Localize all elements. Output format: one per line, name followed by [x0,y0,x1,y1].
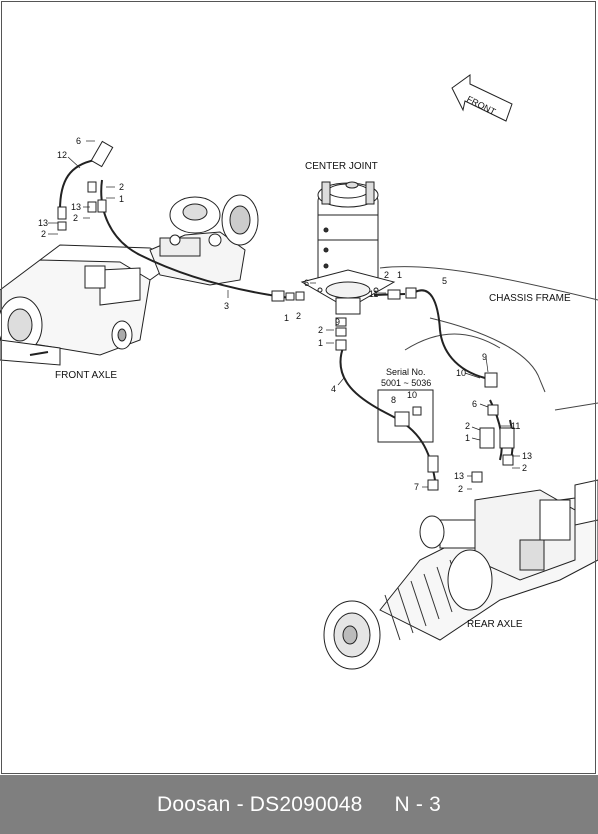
center-joint-label: CENTER JOINT [305,161,378,172]
callout-2: 2 [465,421,470,431]
callout-2: 2 [384,270,389,280]
callout-1: 1 [397,270,402,280]
callout-6: 6 [76,136,81,146]
serial-range-label: 5001 ~ 5036 [381,378,431,388]
callout-1: 1 [119,194,124,204]
callout-13: 13 [71,202,81,212]
front-axle [0,194,259,366]
serial-box [377,389,434,443]
center-joint [300,181,396,315]
footer-title: Doosan - DS2090048 [156,792,363,816]
footer-page: N - 3 [394,792,442,816]
callout-11: 11 [369,289,378,299]
callout-10: 10 [456,368,466,378]
callout-2: 2 [318,325,323,335]
callout-2: 2 [73,213,78,223]
leader-lines [48,140,520,490]
fittings [57,140,515,491]
callout-4: 4 [331,384,336,394]
callout-2: 2 [296,311,301,321]
callout-2: 2 [119,182,124,192]
callout-2: 2 [458,484,463,494]
callout-8: 8 [391,395,396,405]
footer-bar: Doosan - DS2090048 N - 3 [0,775,598,834]
callout-10: 10 [407,390,417,400]
parts-diagram: FRONT CENTER JOINT CHASSIS FRAME FRONT A… [0,74,598,670]
callout-2: 2 [41,229,46,239]
chassis-frame-label: CHASSIS FRAME [489,293,571,304]
callout-9: 9 [482,352,487,362]
callout-1: 1 [284,313,289,323]
callout-2: 2 [522,463,527,473]
rear-axle-label: REAR AXLE [467,619,523,630]
callout-7: 7 [414,482,419,492]
callout-6: 6 [304,278,309,288]
diagram-labels: FRONT CENTER JOINT CHASSIS FRAME FRONT A… [38,94,571,630]
callout-6: 6 [472,399,477,409]
front-arrow-icon [451,74,513,122]
callout-13: 13 [522,451,532,461]
callout-13: 13 [38,218,48,228]
callout-11: 11 [511,421,520,431]
callout-13: 13 [454,471,464,481]
front-axle-label: FRONT AXLE [55,370,117,381]
callout-12: 12 [57,150,67,160]
hydraulic-axle-diagram: FRONT CENTER JOINT CHASSIS FRAME FRONT A… [0,74,598,670]
callout-1: 1 [318,338,323,348]
chassis-frame-outline [379,266,598,411]
serial-no-label: Serial No. [386,367,426,377]
rear-axle [323,479,598,670]
callout-1: 1 [465,433,470,443]
callout-3: 3 [224,301,229,311]
callout-9: 9 [335,317,340,327]
callout-5: 5 [442,276,447,286]
